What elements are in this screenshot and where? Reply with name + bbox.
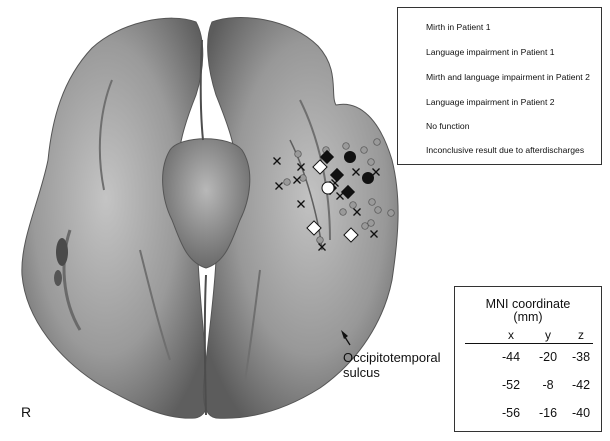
- patient1-language-marker: [343, 227, 359, 243]
- legend: Mirth in Patient 1 Language impairment i…: [397, 7, 602, 165]
- legend-item: Language impairment in Patient 2: [398, 92, 601, 112]
- no-function-marker: [342, 142, 350, 150]
- mni-cell: -16: [538, 406, 558, 420]
- mni-header-x: x: [508, 328, 514, 342]
- mni-header-rule: [465, 343, 593, 344]
- no-function-marker: [387, 209, 395, 217]
- legend-label: Language impairment in Patient 2: [426, 97, 555, 107]
- mni-cell: -44: [501, 350, 521, 364]
- legend-label: Language impairment in Patient 1: [426, 47, 555, 57]
- no-function-marker: [349, 201, 357, 209]
- no-function-marker: [368, 198, 376, 206]
- mni-cell: -38: [571, 350, 591, 364]
- inconclusive-marker: [370, 230, 378, 238]
- patient1-mirth-marker: [321, 181, 335, 195]
- patient2-language-marker: [329, 167, 345, 183]
- inconclusive-marker: [297, 200, 305, 208]
- mni-cell: -42: [571, 378, 591, 392]
- mni-header-y: y: [545, 328, 551, 342]
- mni-coordinate-table: MNI coordinate (mm) x y z -44 -20 -38 -5…: [454, 286, 602, 432]
- brain-surface: [21, 17, 399, 419]
- mni-title-unit: (mm): [513, 310, 543, 324]
- patient2-language-marker: [340, 184, 356, 200]
- sulcus-label-line2: sulcus: [343, 365, 380, 380]
- legend-item: Language impairment in Patient 1: [398, 42, 601, 62]
- inconclusive-marker: [275, 182, 283, 190]
- no-function-marker: [361, 222, 369, 230]
- legend-label: Mirth in Patient 1: [426, 22, 491, 32]
- patient2-mirth-language-marker: [362, 172, 374, 184]
- inconclusive-marker: [352, 168, 360, 176]
- legend-label: No function: [426, 121, 470, 131]
- sulcus-arrow: [341, 330, 351, 346]
- mni-cell: -52: [501, 378, 521, 392]
- no-function-marker: [299, 174, 307, 182]
- legend-item: Inconclusive result due to afterdischarg…: [398, 140, 601, 160]
- inconclusive-marker: [372, 168, 380, 176]
- patient2-mirth-language-marker: [344, 151, 356, 163]
- inconclusive-marker: [297, 163, 305, 171]
- inconclusive-marker: [293, 176, 301, 184]
- inconclusive-marker: [336, 192, 344, 200]
- electrode-markers: [273, 138, 395, 251]
- no-function-marker: [283, 178, 291, 186]
- patient1-language-marker: [312, 159, 328, 175]
- no-function-marker: [367, 219, 375, 227]
- no-function-marker: [316, 236, 324, 244]
- legend-item: Mirth and language impairment in Patient…: [398, 67, 601, 87]
- inconclusive-marker: [353, 208, 361, 216]
- legend-item: Mirth in Patient 1: [398, 17, 601, 37]
- no-function-marker: [294, 150, 302, 158]
- legend-label: Mirth and language impairment in Patient…: [426, 72, 590, 82]
- no-function-marker: [339, 208, 347, 216]
- inconclusive-marker: [273, 157, 281, 165]
- mni-header-z: z: [578, 328, 584, 342]
- legend-item: No function: [398, 116, 601, 136]
- no-function-marker: [360, 146, 368, 154]
- mni-title: MNI coordinate: [485, 297, 571, 311]
- mni-cell: -20: [538, 350, 558, 364]
- brainstem: [162, 138, 251, 269]
- side-label: R: [21, 404, 32, 420]
- no-function-marker: [373, 138, 381, 146]
- mni-cell: -56: [501, 406, 521, 420]
- no-function-marker: [367, 158, 375, 166]
- sulcus-label: Occipitotemporal: [343, 350, 441, 365]
- patient1-language-marker: [306, 220, 322, 236]
- mni-cell: -8: [542, 378, 554, 392]
- no-function-marker: [374, 206, 382, 214]
- mni-cell: -40: [571, 406, 591, 420]
- inconclusive-marker: [318, 243, 326, 251]
- legend-label: Inconclusive result due to afterdischarg…: [426, 145, 585, 155]
- patient2-language-marker: [319, 149, 335, 165]
